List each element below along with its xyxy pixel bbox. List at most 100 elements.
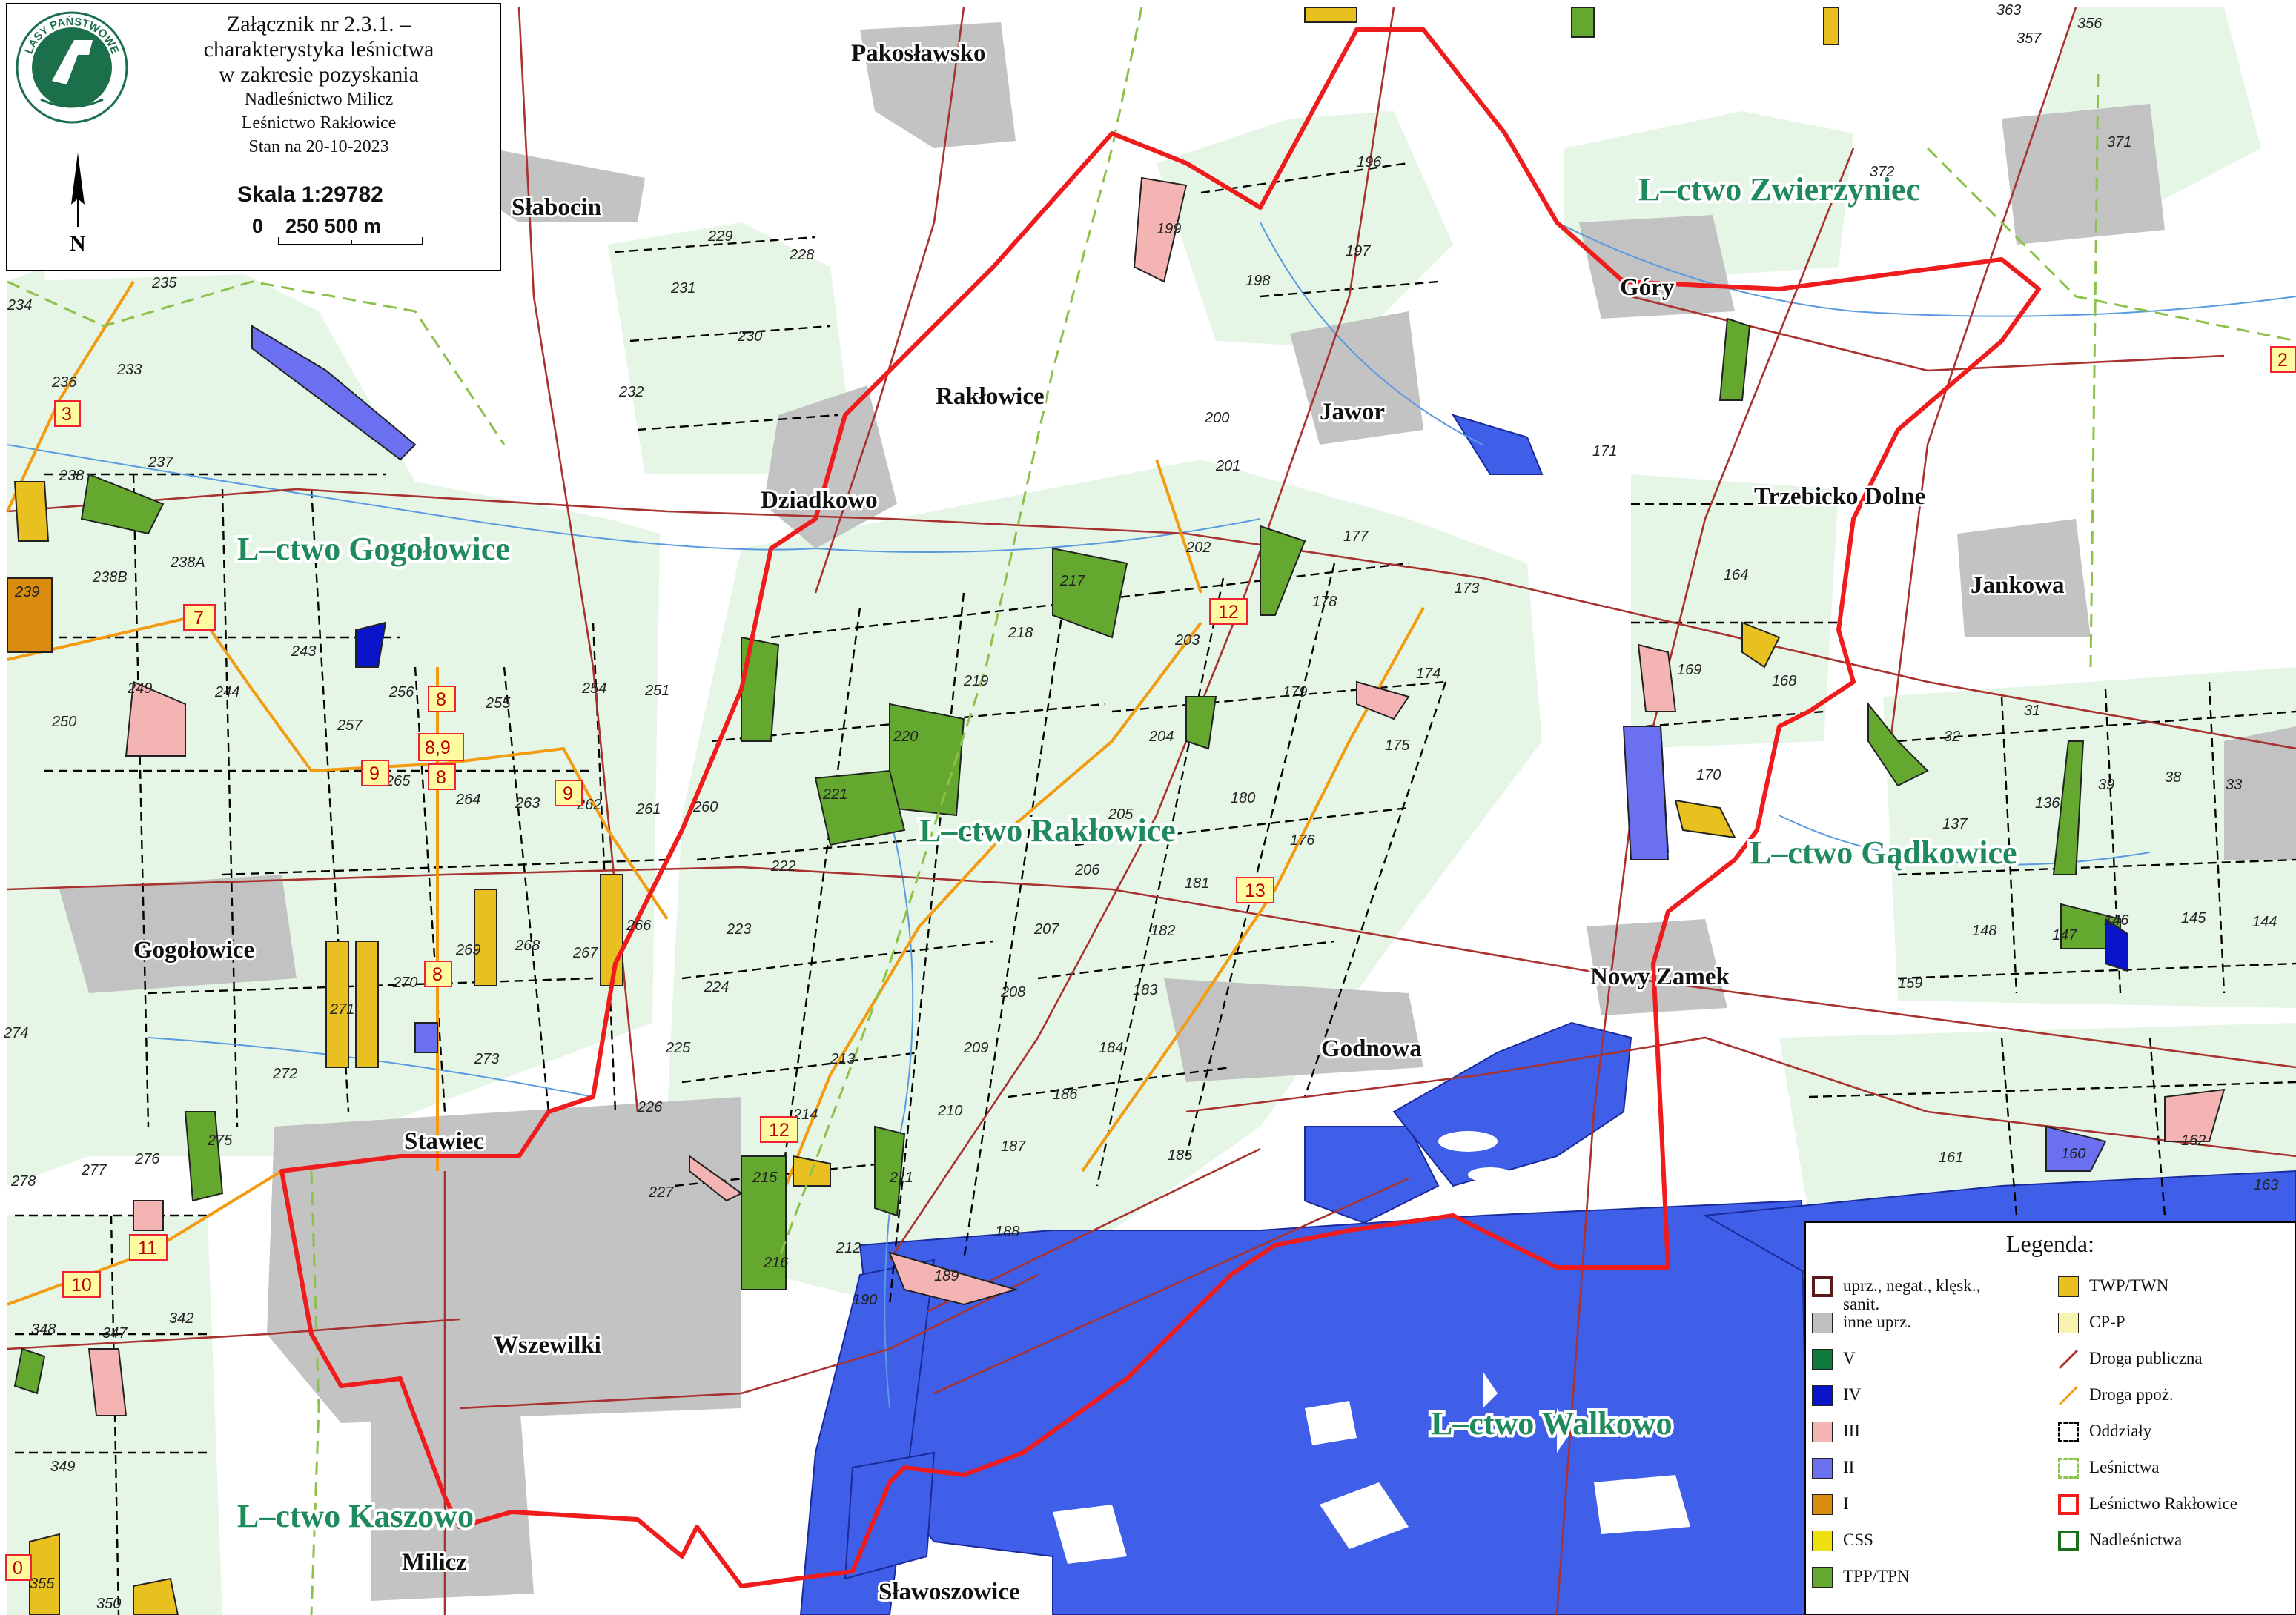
section-label: 198: [1245, 273, 1270, 289]
legend-label: Droga ppoż.: [2089, 1385, 2174, 1404]
legend-label: TWP/TWN: [2089, 1276, 2169, 1295]
legend-item: V: [1812, 1349, 2014, 1370]
north-label: N: [70, 231, 86, 256]
settlements: [59, 22, 2296, 1601]
section-label: 171: [1592, 443, 1617, 460]
section-label: 163: [2254, 1177, 2278, 1193]
section-label: 32: [1944, 729, 1960, 745]
section-label: 184: [1099, 1040, 1123, 1056]
section-label: 217: [1059, 573, 1085, 589]
legend-label: CP-P: [2089, 1313, 2125, 1331]
legend-label: Oddziały: [2089, 1422, 2152, 1440]
section-label: 233: [116, 362, 142, 378]
section-label: 188: [995, 1224, 1019, 1240]
legend-line-icon: [2058, 1349, 2079, 1370]
road-number-tag: 8,9: [418, 733, 464, 761]
north-arrow-icon: N: [70, 153, 86, 256]
section-label: 210: [937, 1103, 962, 1119]
section-label: 276: [134, 1151, 160, 1167]
section-label: 162: [2181, 1133, 2206, 1149]
legend-item: Droga ppoż.: [2058, 1385, 2260, 1406]
section-label: 190: [853, 1292, 877, 1308]
place-label: Wszewilki: [494, 1332, 601, 1359]
svg-text:12: 12: [769, 1120, 790, 1141]
legend-symbol-icon: [2058, 1313, 2079, 1333]
section-label: 264: [455, 792, 480, 808]
road-number-tag: 3: [54, 400, 81, 427]
legend-line-icon: [2058, 1385, 2079, 1406]
legend-item: TWP/TWN: [2058, 1276, 2260, 1297]
place-labels: Pakosławsko Słabocin Rakłowice Dziadkowo…: [131, 38, 2067, 1608]
section-label: 161: [1939, 1150, 1963, 1166]
section-label: 215: [752, 1170, 778, 1186]
road-number-tag: 12: [760, 1116, 798, 1143]
section-label: 257: [337, 717, 363, 734]
section-label: 160: [2061, 1146, 2085, 1162]
place-label: Sławoszowice: [879, 1579, 1020, 1605]
section-label: 348: [31, 1321, 56, 1338]
section-label: 200: [1204, 410, 1229, 426]
section-label: 221: [822, 786, 847, 803]
svg-text:2: 2: [2277, 350, 2288, 371]
road-number-tag: 8: [424, 961, 452, 987]
legend-label: Leśnictwa: [2089, 1458, 2160, 1476]
section-label: 181: [1185, 875, 1209, 892]
svg-text:8: 8: [432, 964, 443, 985]
section-label: 226: [637, 1099, 663, 1115]
legend-item: III: [1812, 1422, 2014, 1442]
legend-symbol-icon: [2058, 1494, 2079, 1515]
svg-text:9: 9: [563, 783, 573, 804]
section-label: 237: [148, 454, 173, 471]
section-label: 232: [618, 384, 644, 400]
legend-symbol-icon: [1812, 1313, 1833, 1333]
section-label: 189: [934, 1268, 959, 1284]
road-number-tag: 13: [1236, 877, 1274, 903]
section-label: 204: [1148, 729, 1174, 745]
section-label: 349: [50, 1459, 75, 1475]
place-label: Jawor: [1320, 399, 1385, 425]
section-label: 239: [14, 584, 39, 600]
legend-label: uprz., negat., klęsk., sanit.: [1843, 1276, 1981, 1313]
section-label: 372: [1870, 164, 1894, 180]
legend-label: V: [1843, 1349, 1856, 1367]
section-label: 185: [1168, 1147, 1193, 1164]
legend-symbol-icon: [1812, 1494, 1833, 1515]
section-label: 250: [51, 714, 76, 730]
place-label: Słabocin: [512, 194, 601, 221]
district-label: L–ctwo Walkowo: [1431, 1405, 1673, 1442]
section-label: 220: [893, 729, 918, 745]
title-line: Załącznik nr 2.3.1. –: [226, 12, 411, 36]
section-label: 136: [2035, 795, 2060, 812]
svg-text:8: 8: [436, 767, 446, 788]
scale-label: Skala 1:29782: [237, 182, 383, 207]
section-label: 180: [1231, 790, 1255, 806]
place-label: Milicz: [402, 1549, 467, 1576]
svg-text:11: 11: [138, 1238, 157, 1258]
svg-text:7: 7: [193, 608, 204, 629]
place-label: Trzebicko Dolne: [1754, 483, 1925, 510]
legend-symbol-icon: [2058, 1276, 2079, 1297]
section-label: 229: [707, 228, 732, 245]
lasy-panstwowe-logo: LASY PAŃSTWOWE: [16, 11, 128, 124]
svg-text:13: 13: [1245, 881, 1266, 901]
legend-label: Droga publiczna: [2089, 1349, 2203, 1367]
section-label: 211: [889, 1170, 913, 1186]
legend-item: IV: [1812, 1385, 2014, 1406]
legend-item: Leśnictwo Rakłowice: [2058, 1494, 2260, 1515]
section-label: 266: [626, 918, 652, 934]
map-title: Załącznik nr 2.3.1. – charakterystyka le…: [156, 12, 482, 159]
title-line: w zakresie pozyskania: [219, 62, 419, 87]
section-label: 272: [272, 1066, 297, 1082]
legend-symbol-icon: [2058, 1349, 2079, 1370]
scale-bar-label: 0 250 500 m: [252, 215, 382, 237]
legend-label: Nadleśnictwa: [2089, 1531, 2183, 1549]
section-label: 269: [455, 942, 480, 958]
road-number-tag: 12: [1209, 598, 1248, 625]
section-label: 235: [151, 275, 177, 291]
place-label: Góry: [1620, 274, 1675, 301]
section-label: 196: [1357, 154, 1382, 170]
section-labels: 196 197 198 199 200 201 202 203 204 205 …: [3, 2, 2278, 1612]
svg-text:3: 3: [62, 404, 72, 425]
section-label: 170: [1696, 767, 1721, 783]
legend-symbol-icon: [2058, 1531, 2079, 1551]
